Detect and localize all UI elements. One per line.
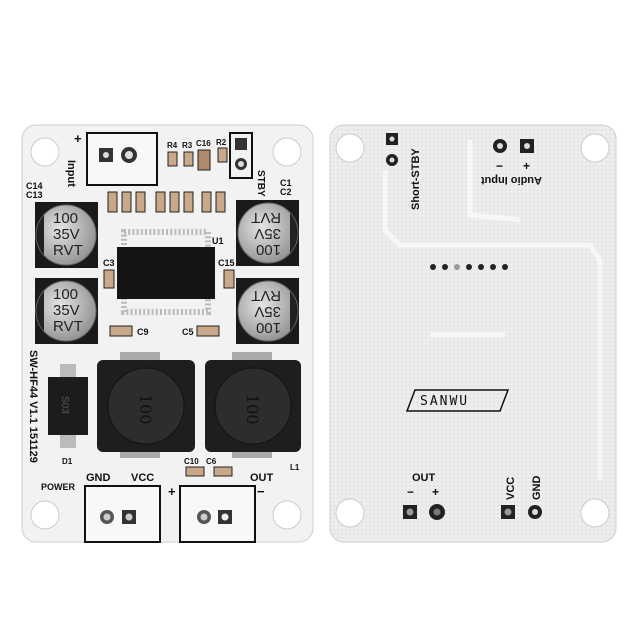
amplifier-ic — [117, 229, 215, 315]
cap-voltage: 35V — [53, 302, 80, 319]
diode: S03 — [48, 364, 88, 448]
brand-logo: SANWU — [405, 389, 510, 412]
output-connector — [179, 485, 256, 543]
back-vcc-label: VCC — [505, 477, 517, 500]
power-label: POWER — [41, 482, 76, 492]
label-c13: C13 — [26, 190, 43, 200]
label-r2: R2 — [216, 138, 227, 147]
stby-label: STBY — [255, 170, 266, 197]
mounting-hole — [335, 133, 365, 163]
power-connector — [84, 485, 161, 543]
back-out-plus: + — [432, 485, 439, 499]
out-plus-label: + — [168, 484, 176, 499]
label-c10: C10 — [184, 457, 199, 466]
stby-pads — [386, 133, 398, 166]
gnd-label: GND — [86, 472, 111, 484]
stby-header — [229, 132, 253, 179]
via-row — [430, 264, 508, 270]
mounting-holes — [335, 133, 610, 528]
traces — [382, 140, 603, 480]
mounting-hole — [272, 137, 302, 167]
cap-series: RVT — [53, 242, 83, 259]
mounting-hole — [335, 498, 365, 528]
input-plus-label: + — [74, 131, 82, 146]
back-gnd-label: GND — [531, 476, 543, 501]
short-stby-label: Short-STBY — [410, 148, 422, 210]
cap-series: RVT — [251, 209, 281, 226]
inductor: 100 — [97, 352, 195, 458]
cap-value: 100 — [53, 286, 78, 303]
electrolytic-capacitor: 100 35V RVT — [236, 200, 299, 266]
inductor-marking: 100 — [243, 394, 262, 425]
back-out-label: OUT — [412, 472, 436, 484]
brand-text: SANWU — [420, 394, 469, 409]
diode-marking: S03 — [59, 396, 70, 414]
label-c14: C14 — [26, 181, 43, 191]
mounting-holes — [30, 137, 302, 530]
electrolytic-capacitor: 100 35V RVT — [236, 278, 299, 344]
label-r4: R4 — [167, 141, 178, 150]
vcc-label: VCC — [131, 472, 154, 484]
cap-series: RVT — [53, 318, 83, 335]
label-u1: U1 — [212, 236, 224, 246]
mounting-hole — [580, 133, 610, 163]
label-c15: C15 — [218, 258, 235, 268]
audio-input-label: Audio Input — [481, 174, 542, 186]
front-board: + Input STBY C14 C13 C1 C2 R4 R3 C16 R2 — [21, 124, 314, 543]
audio-plus-label: + — [523, 159, 530, 173]
label-c2: C2 — [280, 187, 292, 197]
mounting-hole — [30, 137, 60, 167]
audio-input-pads — [493, 139, 534, 153]
smd-parts — [103, 147, 235, 477]
label-r3: R3 — [182, 141, 193, 150]
label-c6: C6 — [206, 457, 217, 466]
label-c3: C3 — [103, 258, 115, 268]
label-c16: C16 — [196, 139, 211, 148]
inductor: 100 — [205, 352, 301, 458]
label-d1: D1 — [62, 457, 73, 466]
mounting-hole — [580, 498, 610, 528]
mounting-hole — [272, 500, 302, 530]
cap-voltage: 35V — [254, 225, 281, 242]
back-out-minus: − — [407, 485, 414, 499]
cap-value: 100 — [53, 210, 78, 227]
audio-minus-label: − — [496, 159, 503, 173]
cap-voltage: 35V — [254, 303, 281, 320]
cap-series: RVT — [251, 287, 281, 304]
label-l1: L1 — [290, 463, 300, 472]
label-c1: C1 — [280, 178, 292, 188]
electrolytic-capacitor: 100 35V RVT — [35, 278, 98, 344]
component-labels: C14 C13 C1 C2 R4 R3 C16 R2 U1 C3 C15 C9 … — [26, 138, 300, 472]
input-label: Input — [65, 160, 77, 187]
cap-value: 100 — [256, 319, 281, 336]
label-c5: C5 — [182, 327, 194, 337]
model-label: SW-HF44 V1.1 151129 — [27, 350, 39, 463]
inductor-marking: 100 — [136, 394, 155, 425]
electrolytic-capacitor: 100 35V RVT — [35, 202, 98, 268]
input-connector — [86, 132, 158, 186]
label-c9: C9 — [137, 327, 149, 337]
out-minus-label: − — [257, 484, 265, 499]
back-pads — [403, 504, 542, 520]
out-label: OUT — [250, 472, 274, 484]
back-board: Short-STBY − + Audio Input SANWU OUT − +… — [329, 124, 617, 543]
cap-voltage: 35V — [53, 226, 80, 243]
mounting-hole — [30, 500, 60, 530]
cap-value: 100 — [256, 241, 281, 258]
